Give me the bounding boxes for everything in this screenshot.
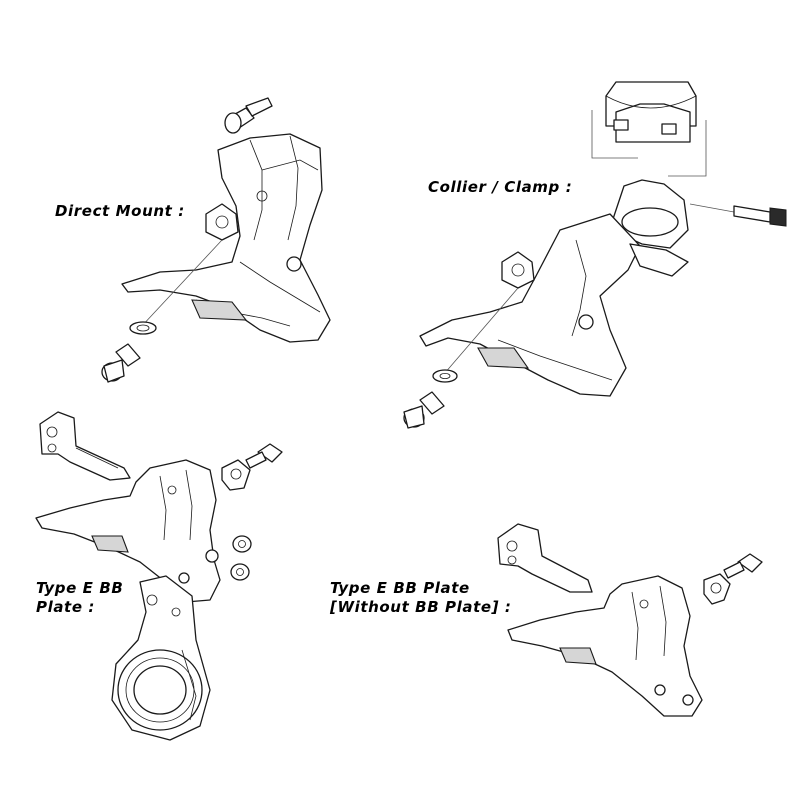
collar-clamp-label: Collier / Clamp :: [428, 178, 573, 196]
type-e-no-plate-mounting-arm: [497, 523, 593, 593]
clamp-derailleur: [403, 81, 787, 429]
clamp-body: [419, 179, 689, 397]
type-e-no-plate-derailleur: [497, 523, 763, 717]
bb-plate: [111, 575, 211, 741]
clamp-tab: [501, 251, 535, 289]
direct-mount-derailleur: [101, 97, 331, 383]
direct-mount-body: [121, 133, 331, 343]
direct-mount-label: Direct Mount :: [55, 202, 185, 220]
type-e-washers: [230, 535, 252, 581]
type-e-no-plate-label-line2: [Without BB Plate] :: [330, 598, 512, 616]
type-e-bb-plate-label-line2: Plate :: [36, 598, 96, 616]
type-e-no-plate-label: Type E BB Plate [Without BB Plate] :: [330, 579, 512, 617]
clamp-band-shim: [605, 81, 697, 143]
clamp-bolt: [689, 203, 787, 227]
direct-mount-washer: [129, 321, 157, 335]
type-e-bb-plate-label-line1: Type E BB: [36, 579, 124, 597]
direct-mount-bottom-bolt: [101, 343, 141, 383]
type-e-no-plate-label-line1: Type E BB Plate: [330, 579, 470, 597]
clamp-bottom-bolt: [403, 391, 445, 429]
direct-mount-top-bolt: [224, 97, 273, 134]
type-e-no-plate-top-bolt: [703, 553, 763, 605]
direct-mount-tab: [205, 203, 239, 241]
type-e-mounting-arm: [39, 411, 131, 481]
type-e-body: [35, 459, 221, 603]
type-e-no-plate-body: [507, 575, 703, 717]
type-e-top-bolt: [221, 443, 283, 491]
clamp-washer: [432, 369, 458, 383]
type-e-bb-plate-derailleur: [35, 411, 283, 741]
type-e-bb-plate-label: Type E BB Plate :: [36, 579, 123, 617]
